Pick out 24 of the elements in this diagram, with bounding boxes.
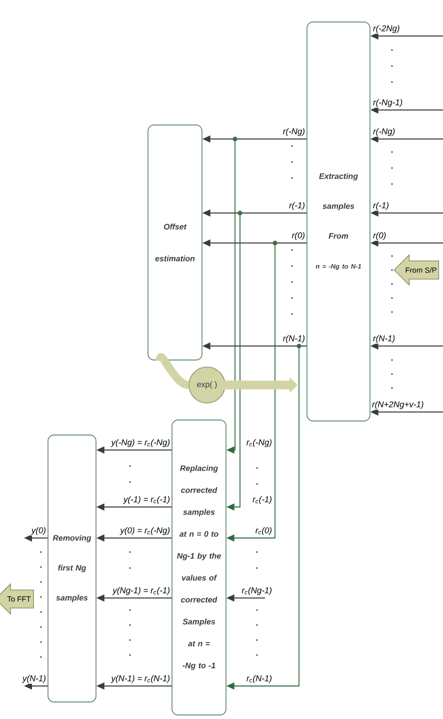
edge-label: r$_{c}$(0) [254, 526, 273, 536]
edge-label: r(N+2Ng+v-1) [371, 400, 425, 410]
edge-label: r$_{c}$(Ng-1) [240, 586, 273, 596]
edge-label: r$_{c}$(N-1) [246, 674, 273, 684]
edge-label: r$_{c}$(-Ng) [246, 438, 273, 448]
edge-label: y(0) = r$_{c}$(-Ng) [119, 526, 171, 536]
edge-label: y(0) [30, 526, 47, 536]
edge-label: r(-2Ng) [372, 24, 401, 34]
edge-label: r(-1) [372, 201, 390, 211]
edge-label: r(-Ng) [372, 127, 396, 137]
edge-label: r(-Ng-1) [372, 98, 404, 108]
edge-label: r(-1) [288, 201, 306, 211]
edge-label: y(Ng-1) = r$_{c}$(-1) [112, 586, 171, 596]
edge-label: r$_{c}$(-1) [252, 495, 273, 505]
edge-label: y(N-1) [22, 674, 47, 684]
edge-label: r(-Ng) [282, 127, 306, 137]
edge-label: r(N-1) [282, 334, 306, 344]
edge-label: y(-1) = r$_{c}$(-1) [122, 495, 171, 505]
edge-label: y(N-1) = r$_{c}$(N-1) [110, 674, 171, 684]
edge-label: y(-Ng) = r$_{c}$(-Ng) [110, 438, 171, 448]
edge-label: r(N-1) [372, 334, 396, 344]
connector-band [223, 377, 298, 393]
edge-label: r(0) [291, 231, 306, 241]
edge-label: r(0) [372, 231, 387, 241]
